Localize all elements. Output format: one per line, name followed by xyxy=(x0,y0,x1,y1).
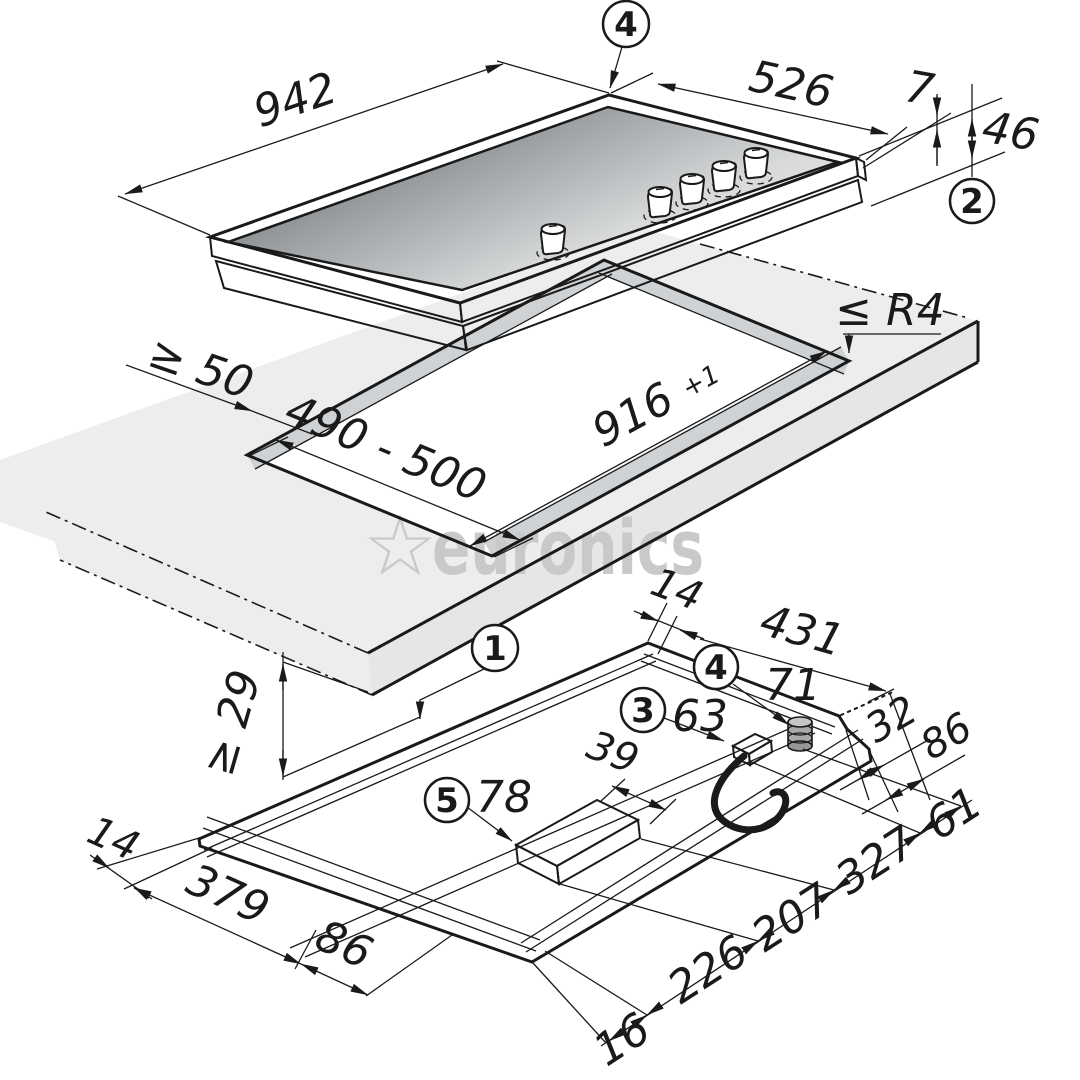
callout-3: 3 63 xyxy=(619,686,728,742)
callout-4-stud-label: 4 xyxy=(704,648,728,688)
countertop-front-break xyxy=(46,512,372,695)
earth-stud xyxy=(787,716,813,752)
cutout-wall-back-left xyxy=(247,260,612,469)
dim-label-7: 7 xyxy=(901,61,937,116)
dim-label-46: 46 xyxy=(979,102,1043,162)
dim-label-14-left: 14 xyxy=(81,808,146,871)
dim-label-942: 942 xyxy=(247,63,343,139)
callout-4-top: 4 xyxy=(601,0,651,89)
dim-label-431: 431 xyxy=(755,595,850,667)
junction-box xyxy=(513,798,642,886)
dim-height-46: 46 xyxy=(870,84,1043,207)
mounting-tray xyxy=(197,641,894,964)
dim-label-327: 327 xyxy=(827,817,925,906)
dim-label-71: 71 xyxy=(765,660,821,711)
dim-label-526: 526 xyxy=(745,51,838,119)
power-cable xyxy=(710,752,790,834)
callout-4-stud: 4 71 xyxy=(692,643,821,726)
dim-chain-lower: 16 226 207 327 61 xyxy=(532,748,992,1076)
dim-label-207: 207 xyxy=(743,874,841,963)
dim-label-86-left: 86 xyxy=(308,910,380,979)
callout-1: 1 xyxy=(415,623,520,720)
cooktop-rim-tip xyxy=(854,156,868,182)
dim-39: 39 xyxy=(581,722,677,825)
dim-label-86-right: 86 xyxy=(913,704,980,769)
callout-2-label: 2 xyxy=(960,182,984,222)
callout-1-label: 1 xyxy=(483,629,507,669)
watermark-star-icon: ☆ xyxy=(362,497,437,595)
callout-5-label: 5 xyxy=(435,781,459,821)
dim-label-r4: ≤ R4 xyxy=(835,285,944,336)
dim-label-78: 78 xyxy=(476,772,532,823)
callout-3-label: 3 xyxy=(631,691,655,731)
dim-radius-r4: ≤ R4 xyxy=(835,285,945,354)
callout-5: 5 78 xyxy=(423,772,532,842)
dim-label-32: 32 xyxy=(858,687,925,752)
dim-label-61: 61 xyxy=(917,777,992,850)
mains-connector xyxy=(710,732,790,834)
cooktop-pan-right xyxy=(461,178,864,352)
dim-86-left: 86 xyxy=(300,910,453,997)
callout-2: 2 xyxy=(948,177,996,225)
dim-label-29: ≥ 29 xyxy=(193,665,271,782)
callout-4-top-label: 4 xyxy=(614,5,638,45)
dim-label-63: 63 xyxy=(672,691,728,742)
dim-label-226: 226 xyxy=(659,926,757,1015)
cutout-wall-back-right xyxy=(599,260,849,374)
